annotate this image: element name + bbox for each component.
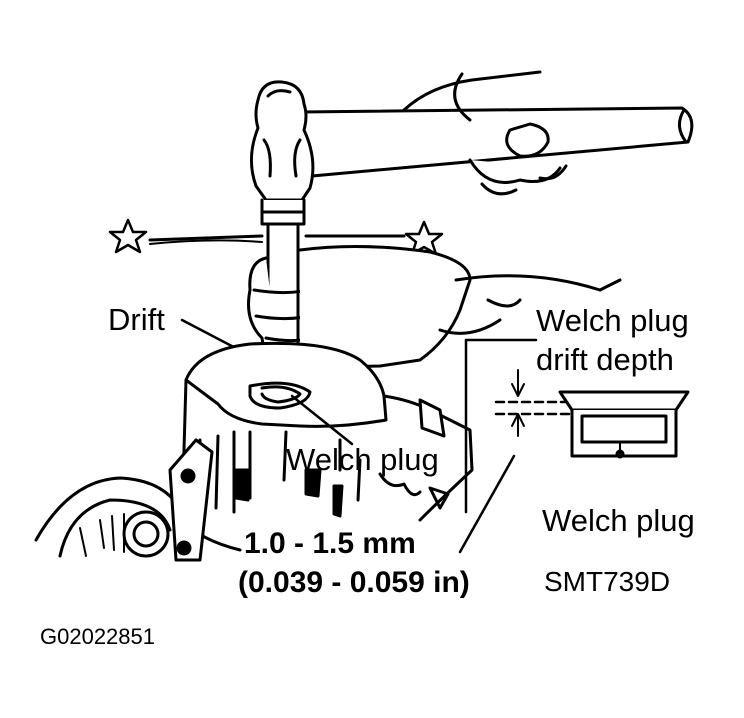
welch-plug-label: Welch plug (286, 442, 439, 477)
transmission-housing (180, 341, 474, 552)
hammer-handle (298, 106, 694, 178)
drift-label: Drift (108, 302, 165, 337)
impact-lines (148, 234, 406, 245)
flange-assembly (34, 438, 214, 562)
star-icon (404, 220, 444, 256)
inset-frame (464, 338, 538, 514)
figure-code: SMT739D (544, 566, 671, 597)
depth-imperial-label: (0.039 - 0.059 in) (238, 566, 470, 599)
star-icon (108, 218, 148, 254)
inset-title-line1: Welch plug (536, 303, 689, 338)
inset-welch-plug-label: Welch plug (542, 503, 695, 538)
document-code: G02022851 (40, 624, 155, 649)
welch-plug-leader-line (290, 394, 354, 446)
depth-metric-label: 1.0 - 1.5 mm (244, 527, 416, 560)
inset-title-line2: drift depth (536, 342, 674, 377)
plug-bore-section (558, 390, 690, 459)
hammer-head (250, 80, 315, 226)
depth-leader-line (458, 454, 516, 554)
top-hand (402, 70, 568, 196)
depth-dimension-arrows (494, 369, 576, 437)
